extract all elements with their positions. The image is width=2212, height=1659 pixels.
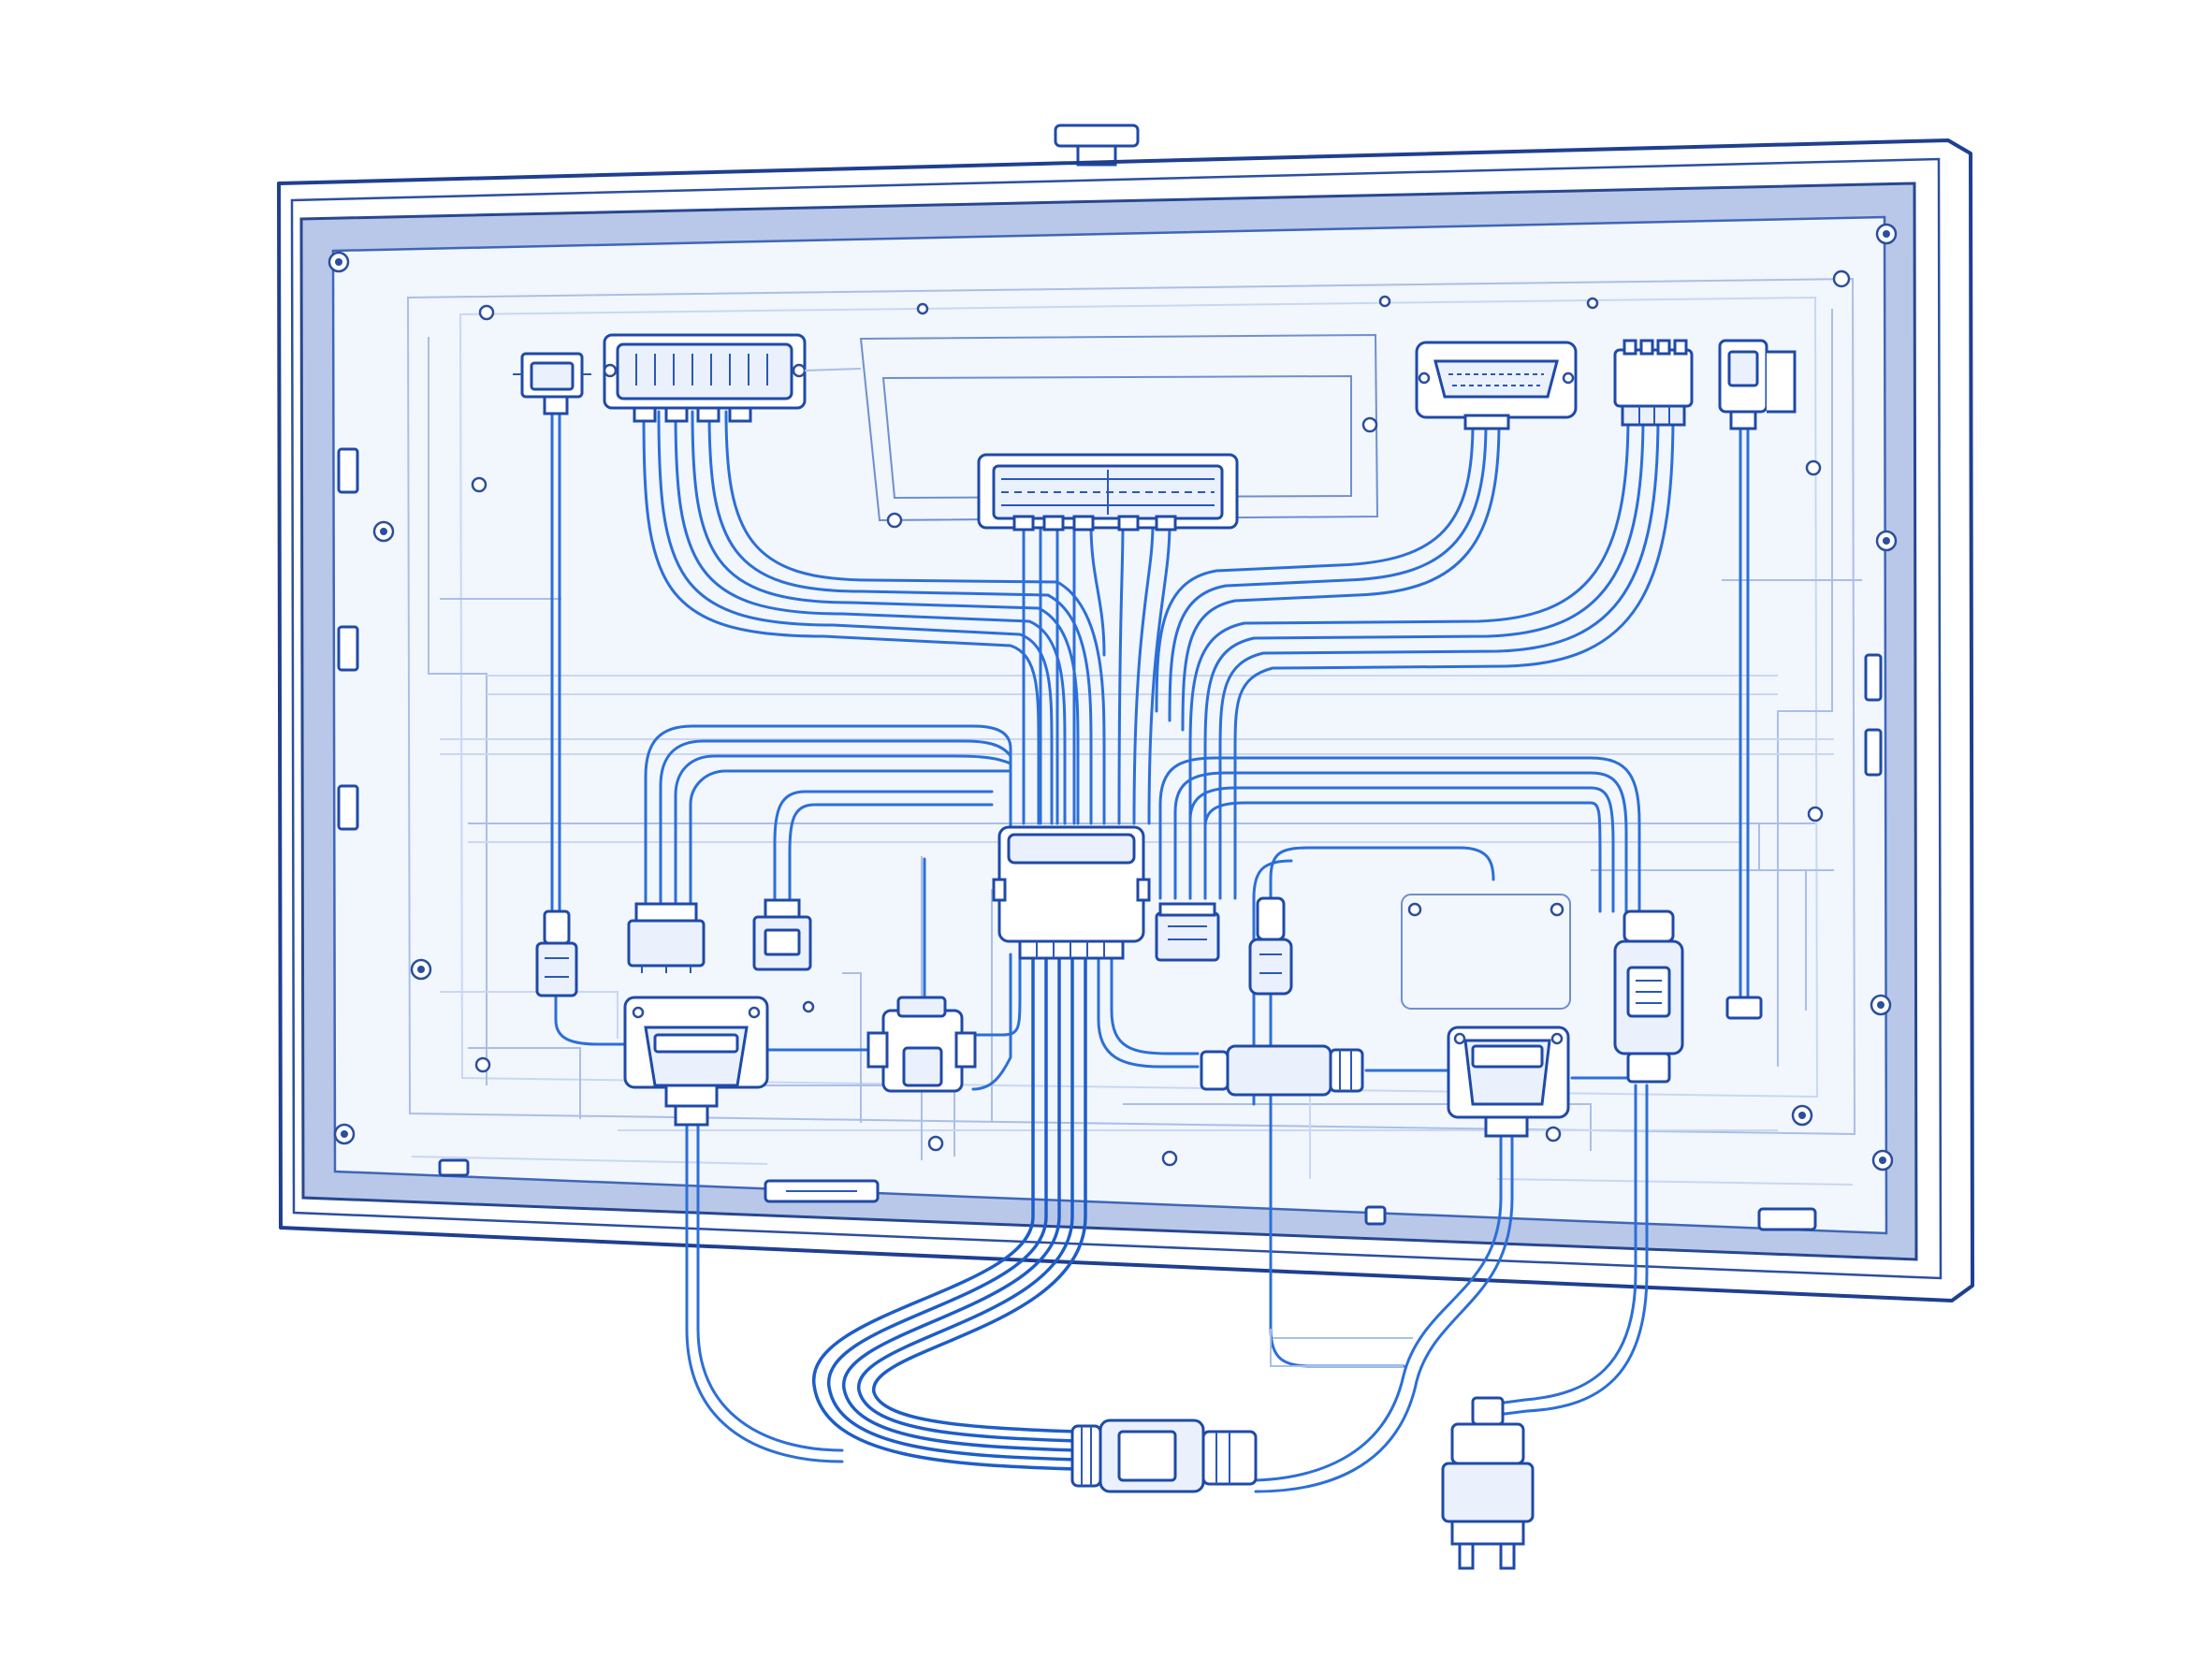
screw [1791,1104,1813,1127]
screw [1875,223,1898,245]
ribbon-plug-left [627,902,706,973]
ribbon-plug-mid [752,898,812,971]
d-sub-connector [1415,341,1578,430]
external-power-plug [1441,1396,1535,1570]
junction-box [992,825,1151,960]
single-plug-end [1725,996,1763,1020]
screw [327,251,350,273]
screw [372,520,395,543]
screw [1832,269,1851,288]
lower-connectors [535,896,1763,1084]
bezel-details [337,447,1883,1231]
display-port-left [623,996,769,1127]
screw [1875,530,1898,552]
cable-harness [550,400,1750,1493]
main-board-header [977,453,1239,531]
small-plug [513,352,591,415]
inner-panel [331,215,1888,1235]
top-connectors [513,333,1797,531]
outer-frame [277,138,1974,1302]
main-board-outline [859,333,1571,1010]
monitor-frame [277,124,1974,1302]
ribbon-plug-right [1155,902,1220,962]
inline-plug-right [1248,896,1293,996]
external-components [1070,1329,1535,1570]
hdmi-plug [1613,910,1684,1084]
sensor-module [866,996,977,1093]
terminal-block-8pin [603,333,862,423]
sensor-board [1401,894,1571,1010]
mounting-screws [327,223,1898,1171]
ports [623,996,1570,1138]
screw [1871,1149,1894,1171]
inline-coupler-mid [1200,1044,1364,1097]
top-mount-tab [1054,124,1140,148]
external-inline-coupler [1070,1419,1258,1493]
screw [333,1123,356,1145]
display-port-right [1447,1026,1570,1138]
screw [1870,994,1892,1016]
screw [410,958,432,981]
power-plug-4pin [1613,339,1694,427]
inline-plug-left [535,910,578,997]
single-plug [1718,339,1797,430]
